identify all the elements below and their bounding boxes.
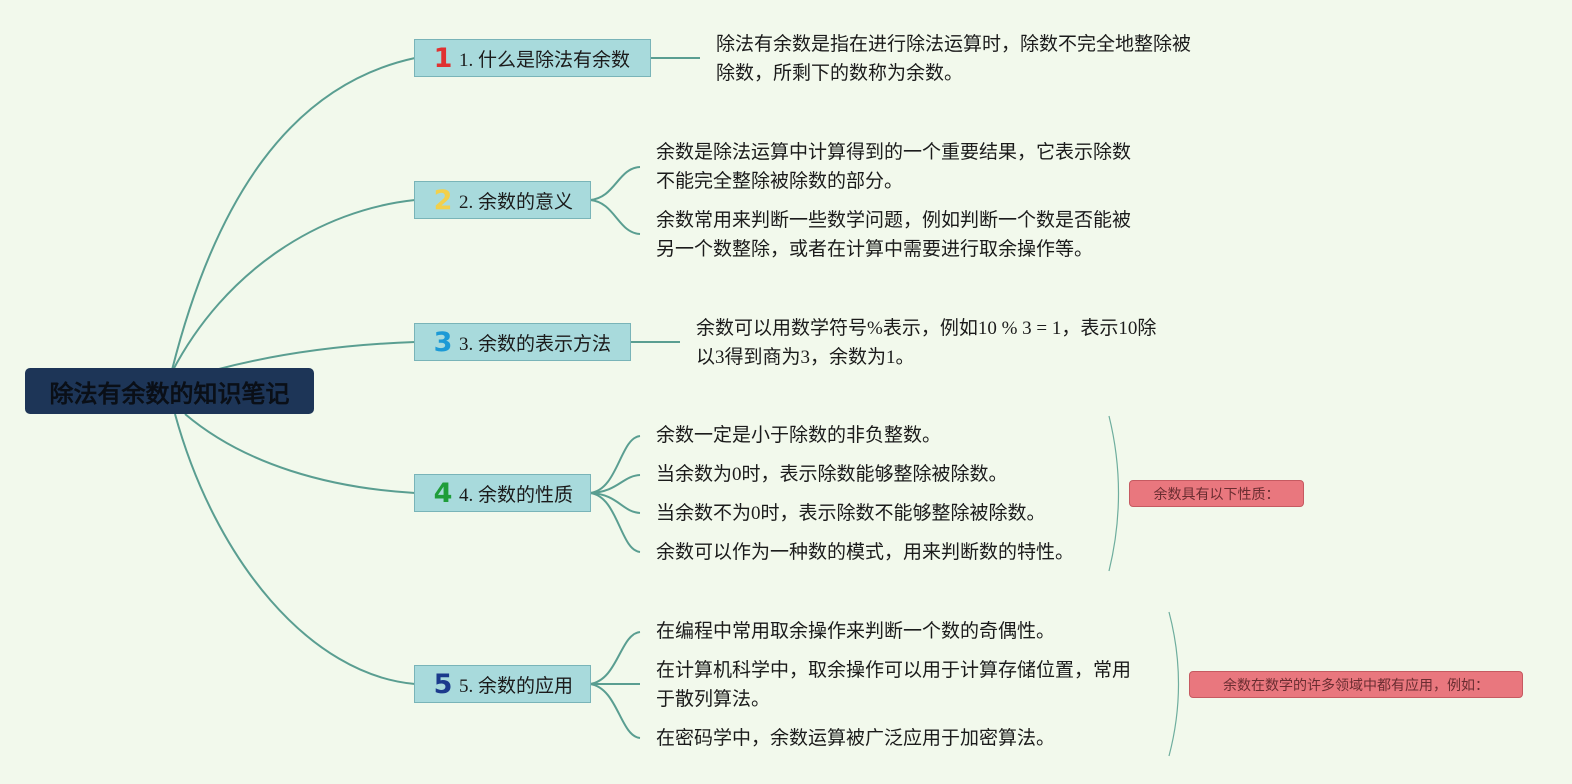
connector-branch-2-leaf-2 (589, 199, 641, 235)
branch-3-topic[interactable]: 3 3. 余数的表示方法 (414, 323, 631, 361)
connector-root-branch-1 (171, 57, 416, 371)
leaf-line: 另一个数整除，或者在计算中需要进行取余操作等。 (656, 239, 1094, 260)
branch-5-leaf-1[interactable]: 在编程中常用取余操作来判断一个数的奇偶性。 (656, 617, 1055, 646)
branch-3-leaf-1[interactable]: 余数可以用数学符号%表示，例如10 % 3 = 1，表示10除 以3得到商为3，… (696, 314, 1156, 372)
leaf-line: 余数一定是小于除数的非负整数。 (656, 425, 942, 446)
connector-root-branch-4 (184, 413, 416, 494)
number-5-icon: 5 (433, 668, 453, 700)
branch-3-label: 3. 余数的表示方法 (459, 333, 612, 355)
branch-4-leaf-1[interactable]: 余数一定是小于除数的非负整数。 (656, 421, 941, 450)
connector-root-branch-3 (214, 341, 416, 371)
branch-2-leaf-1[interactable]: 余数是除法运算中计算得到的一个重要结果，它表示除数 不能完全整除被除数的部分。 (656, 138, 1131, 196)
leaf-line: 在计算机科学中，取余操作可以用于计算存储位置，常用 (656, 660, 1132, 681)
leaf-line: 在编程中常用取余操作来判断一个数的奇偶性。 (656, 621, 1056, 642)
branch-4-leaf-2[interactable]: 当余数为0时，表示除数能够整除被除数。 (656, 460, 1008, 489)
branch-2-label: 2. 余数的意义 (459, 191, 574, 213)
root-topic[interactable]: 除法有余数的知识笔记 (25, 368, 314, 414)
number-1-icon: 1 (433, 42, 453, 74)
branch-1-label: 1. 什么是除法有余数 (459, 49, 631, 71)
summary-label: 余数在数学的许多领域中都有应用，例如： (1223, 677, 1489, 694)
connector-branch-2-leaf-1 (589, 166, 641, 201)
branch-5-leaf-3[interactable]: 在密码学中，余数运算被广泛应用于加密算法。 (656, 724, 1055, 753)
number-4-icon: 4 (433, 477, 453, 509)
branch-5-label: 5. 余数的应用 (459, 675, 574, 697)
number-3-icon: 3 (433, 326, 453, 358)
leaf-line: 除数，所剩下的数称为余数。 (716, 63, 964, 84)
branch-5-summary[interactable]: 余数在数学的许多领域中都有应用，例如： (1189, 671, 1523, 698)
summary-brace-4 (1108, 415, 1120, 572)
branch-5-leaf-2[interactable]: 在计算机科学中，取余操作可以用于计算存储位置，常用 于散列算法。 (656, 656, 1131, 714)
leaf-line: 当余数为0时，表示除数能够整除被除数。 (656, 464, 1008, 485)
branch-2-leaf-2[interactable]: 余数常用来判断一些数学问题，例如判断一个数是否能被 另一个数整除，或者在计算中需… (656, 206, 1131, 264)
connector-branch-4-leaf-2 (589, 474, 641, 494)
summary-brace-5 (1168, 611, 1180, 757)
branch-2-topic[interactable]: 2 2. 余数的意义 (414, 181, 591, 219)
branch-1-leaf-1[interactable]: 除法有余数是指在进行除法运算时，除数不完全地整除被 除数，所剩下的数称为余数。 (716, 30, 1191, 88)
leaf-line: 余数可以作为一种数的模式，用来判断数的特性。 (656, 542, 1075, 563)
leaf-line: 余数是除法运算中计算得到的一个重要结果，它表示除数 (656, 142, 1132, 163)
branch-5-topic[interactable]: 5 5. 余数的应用 (414, 665, 591, 703)
leaf-line: 于散列算法。 (656, 689, 771, 710)
leaf-line: 不能完全整除被除数的部分。 (656, 171, 904, 192)
branch-4-summary[interactable]: 余数具有以下性质： (1129, 480, 1304, 507)
summary-label: 余数具有以下性质： (1153, 486, 1280, 503)
leaf-line: 除法有余数是指在进行除法运算时，除数不完全地整除被 (716, 34, 1192, 55)
connector-branch-4-leaf-1 (589, 435, 641, 494)
connector-root-branch-2 (171, 199, 416, 373)
branch-4-leaf-3[interactable]: 当余数不为0时，表示除数不能够整除被除数。 (656, 499, 1046, 528)
connector-branch-5-leaf-3 (589, 683, 641, 739)
leaf-line: 以3得到商为3，余数为1。 (696, 347, 915, 368)
leaf-line: 余数可以用数学符号%表示，例如10 % 3 = 1，表示10除 (696, 318, 1157, 339)
root-title: 除法有余数的知识笔记 (49, 379, 290, 408)
leaf-line: 在密码学中，余数运算被广泛应用于加密算法。 (656, 728, 1056, 749)
branch-4-leaf-4[interactable]: 余数可以作为一种数的模式，用来判断数的特性。 (656, 538, 1074, 567)
connector-branch-5-leaf-1 (589, 631, 641, 685)
connector-branch-4-leaf-4 (589, 492, 641, 553)
branch-4-label: 4. 余数的性质 (459, 484, 574, 506)
leaf-line: 余数常用来判断一些数学问题，例如判断一个数是否能被 (656, 210, 1132, 231)
connector-branch-4-leaf-3 (589, 492, 641, 514)
leaf-line: 当余数不为0时，表示除数不能够整除被除数。 (656, 503, 1046, 524)
branch-1-topic[interactable]: 1 1. 什么是除法有余数 (414, 39, 651, 77)
number-2-icon: 2 (433, 184, 453, 216)
branch-4-topic[interactable]: 4 4. 余数的性质 (414, 474, 591, 512)
connector-root-branch-5 (174, 413, 416, 685)
